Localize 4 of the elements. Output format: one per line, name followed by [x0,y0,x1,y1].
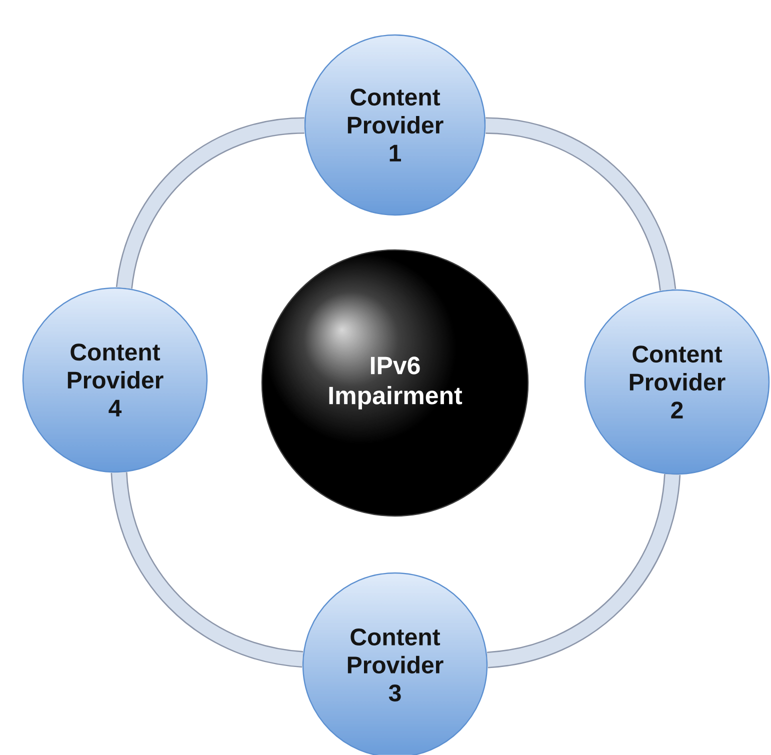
ring-arc [485,117,676,292]
ring-arc [486,474,681,668]
ring-arc [110,472,304,668]
ring-arc [116,117,305,290]
